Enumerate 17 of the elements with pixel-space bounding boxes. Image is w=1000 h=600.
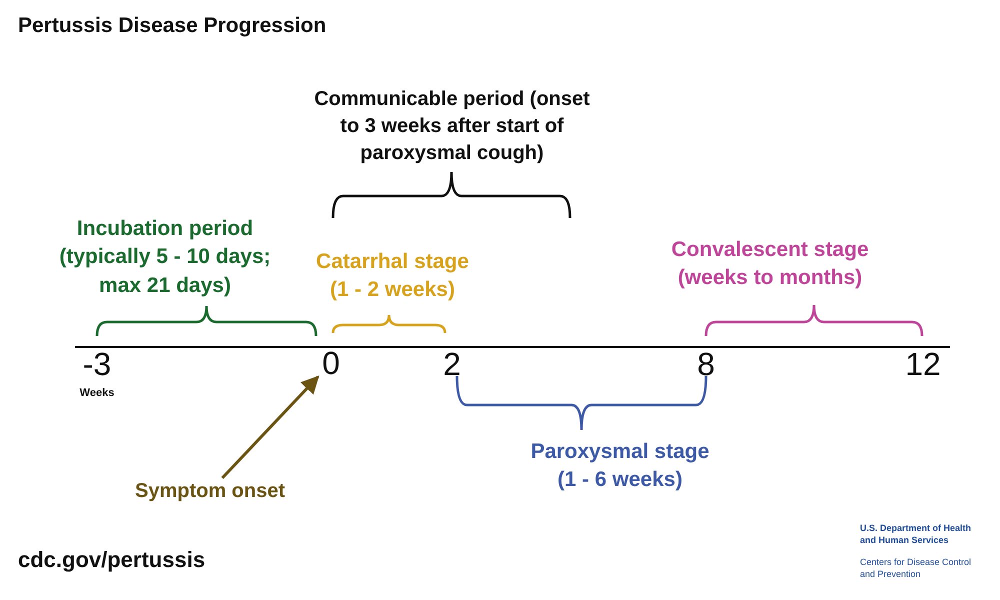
tick-label: 2 [442,345,462,384]
title: Pertussis Disease Progression [18,14,326,38]
tick-label: 12 [904,345,942,384]
period-label: Communicable period (onset to 3 weeks after start of paroxysmal cough) [313,87,591,166]
agency-name: Centers for Disease Control and Prevention [860,556,972,580]
tick-label: -3 [82,345,112,384]
axis-unit-label: Weeks [78,386,116,401]
period-label: Incubation period (typically 5 - 10 days; max 21 days) [58,216,272,299]
arrow [221,375,320,480]
agency-name: U.S. Department of Health and Human Services [860,522,972,546]
web-address: cdc.gov/pertussis [18,546,206,574]
stage-label: Convalescent stage (weeks to months) [670,237,870,292]
annotation-label: Symptom onset [115,478,305,504]
stage-label: Catarrhal stage (1 - 2 weeks) [315,249,470,304]
tick-label: 0 [318,345,344,381]
stage-label: Paroxysmal stage (1 - 6 weeks) [530,439,710,494]
tick-label: 8 [696,345,716,384]
